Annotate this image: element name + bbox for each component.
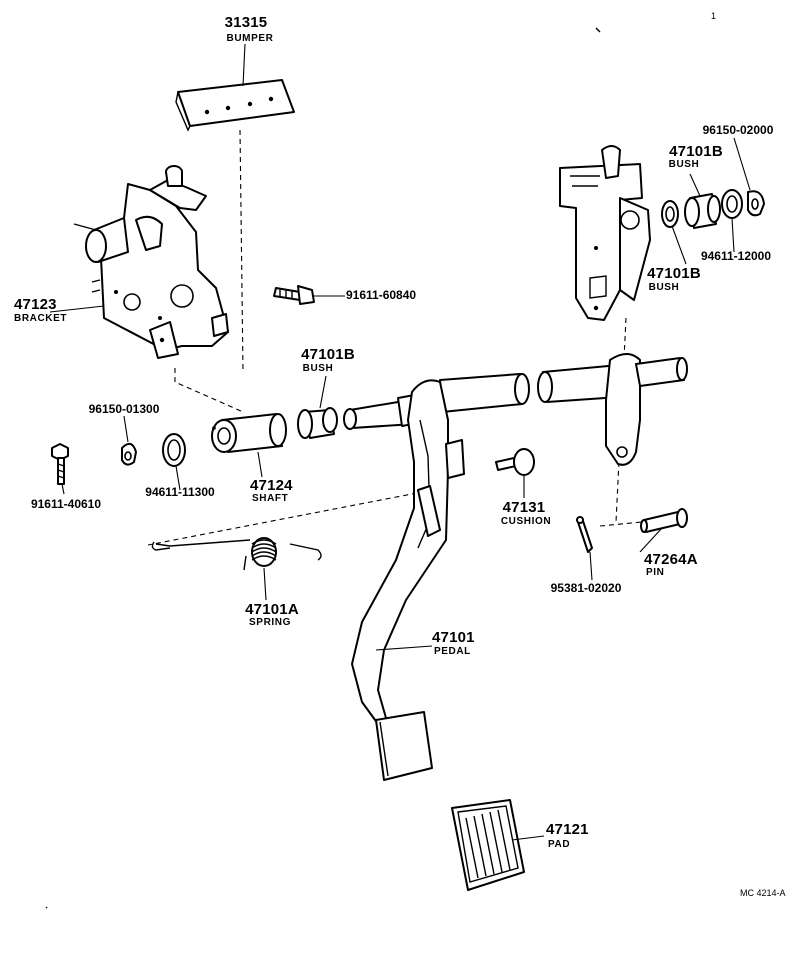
label-47101B-top-name: BUSH bbox=[668, 159, 700, 170]
label-47123-name: BRACKET bbox=[14, 313, 68, 324]
label-47101A-number: 47101A bbox=[245, 601, 299, 618]
spring-drawing bbox=[151, 537, 322, 571]
label-47131-number: 47131 bbox=[502, 499, 546, 516]
bumper-part-drawing bbox=[175, 79, 295, 132]
corner-mark: 1 bbox=[711, 11, 717, 21]
label-94611-12000: 94611-12000 bbox=[700, 249, 772, 263]
label-47124-number: 47124 bbox=[250, 477, 293, 494]
label-47101A-name: SPRING bbox=[249, 617, 291, 628]
label-47101-name: PEDAL bbox=[434, 646, 471, 657]
label-47264A-number: 47264A bbox=[644, 551, 698, 568]
washer-11300-drawing bbox=[162, 433, 186, 467]
label-47124-name: SHAFT bbox=[252, 493, 289, 504]
cross-shaft-drawing bbox=[343, 363, 635, 430]
bush-left-drawing bbox=[297, 407, 338, 439]
leader-lines bbox=[49, 43, 751, 841]
cushion-drawing bbox=[495, 448, 535, 476]
label-47101B-right-number: 47101B bbox=[647, 265, 701, 282]
cotter-pin-drawing bbox=[576, 516, 593, 553]
label-96150-01300: 96150-01300 bbox=[88, 402, 160, 416]
label-47121-number: 47121 bbox=[546, 821, 589, 838]
bracket-left-drawing bbox=[73, 165, 229, 359]
bush-top-drawing bbox=[684, 193, 721, 229]
label-47101B-left-number: 47101B bbox=[301, 346, 355, 363]
label-91611-60840: 91611-60840 bbox=[346, 288, 417, 302]
label-47101B-right-name: BUSH bbox=[648, 282, 680, 293]
label-47131-name: CUSHION bbox=[500, 516, 552, 527]
label-95381-02020: 95381-02020 bbox=[550, 581, 622, 595]
label-31315-number: 31315 bbox=[224, 14, 268, 31]
bolt-60840-drawing bbox=[273, 285, 315, 305]
clip-02000-drawing bbox=[747, 190, 765, 217]
shaft-arm-right-drawing bbox=[605, 353, 688, 466]
diagram-code: MC 4214-A bbox=[740, 888, 786, 898]
label-47101B-top-number: 47101B bbox=[669, 143, 723, 160]
label-47123-number: 47123 bbox=[14, 296, 57, 313]
pin-drawing bbox=[640, 508, 688, 533]
washer-12000-drawing bbox=[721, 189, 743, 219]
shaft-drawing bbox=[211, 413, 287, 453]
label-31315-name: BUMPER bbox=[226, 33, 274, 44]
stray-marks bbox=[45, 27, 601, 909]
label-47264A-name: PIN bbox=[646, 567, 665, 578]
bolt-40610-drawing bbox=[51, 443, 69, 485]
clip-01300-drawing bbox=[121, 442, 137, 466]
label-47121-name: PAD bbox=[548, 839, 571, 850]
label-91611-40610: 91611-40610 bbox=[30, 497, 102, 511]
pad-drawing bbox=[451, 799, 525, 891]
label-94611-11300: 94611-11300 bbox=[145, 485, 215, 499]
label-47101B-left-name: BUSH bbox=[302, 363, 334, 374]
bracket-right-drawing bbox=[559, 145, 651, 321]
pedal-arm-drawing bbox=[351, 379, 465, 781]
label-96150-02000: 96150-02000 bbox=[702, 123, 774, 137]
label-47101-number: 47101 bbox=[432, 629, 475, 646]
bush-right-drawing bbox=[661, 200, 679, 228]
